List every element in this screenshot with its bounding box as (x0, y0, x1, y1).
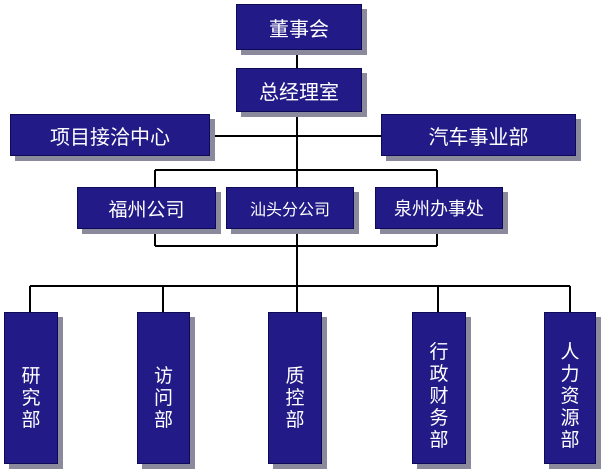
auto-division-node: 汽车事业部 (381, 114, 576, 156)
shantou-branch-node: 汕头分公司 (226, 187, 354, 229)
visit-dept-label: 访 问 部 (153, 365, 173, 432)
admin-finance-dept-label: 行 政 财 务 部 (429, 341, 449, 452)
gm-office-node: 总经理室 (236, 68, 362, 112)
quanzhou-office-node: 泉州办事处 (375, 187, 503, 229)
qc-dept-label: 质 控 部 (285, 365, 305, 432)
project-center-node: 项目接洽中心 (10, 114, 210, 156)
rd-dept-node: 研 究 部 (4, 312, 58, 464)
admin-finance-dept-node: 行 政 财 务 部 (412, 312, 466, 464)
rd-dept-label: 研 究 部 (21, 365, 41, 432)
hr-dept-node: 人 力 资 源 部 (544, 312, 596, 464)
board-node: 董事会 (236, 4, 362, 50)
qc-dept-node: 质 控 部 (268, 312, 322, 464)
fuzhou-company-node: 福州公司 (77, 187, 216, 229)
hr-dept-label: 人 力 资 源 部 (560, 341, 580, 452)
visit-dept-node: 访 问 部 (137, 312, 190, 464)
